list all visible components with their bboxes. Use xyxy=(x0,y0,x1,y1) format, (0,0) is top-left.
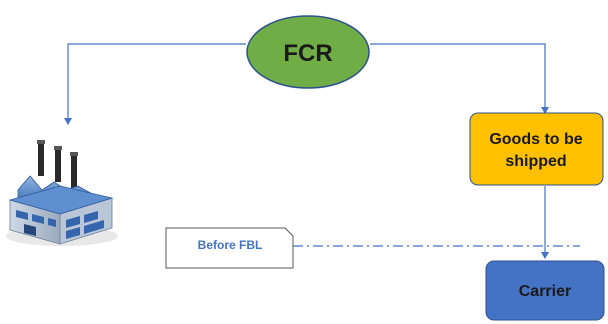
carrier-node: Carrier xyxy=(485,260,605,321)
fcr-ellipse xyxy=(246,15,370,89)
carrier-box xyxy=(485,260,605,321)
factory-icon xyxy=(6,140,118,246)
goods-label-line1: Goods to be xyxy=(489,131,582,148)
carrier-label: Carrier xyxy=(519,283,571,300)
connector-fcr-to-factory xyxy=(64,43,246,125)
goods-to-be-shipped-node: Goods to be shipped xyxy=(469,112,604,186)
before-fbl-label: Before FBL xyxy=(198,238,263,252)
goods-label-line2: shipped xyxy=(505,153,566,170)
fcr-label: FCR xyxy=(283,40,332,67)
connector-fcr-to-goods xyxy=(370,43,549,114)
before-fbl-node: Before FBL xyxy=(165,227,294,269)
fcr-node: FCR xyxy=(246,15,370,89)
goods-box xyxy=(469,112,604,186)
before-fbl-shape xyxy=(165,227,294,269)
